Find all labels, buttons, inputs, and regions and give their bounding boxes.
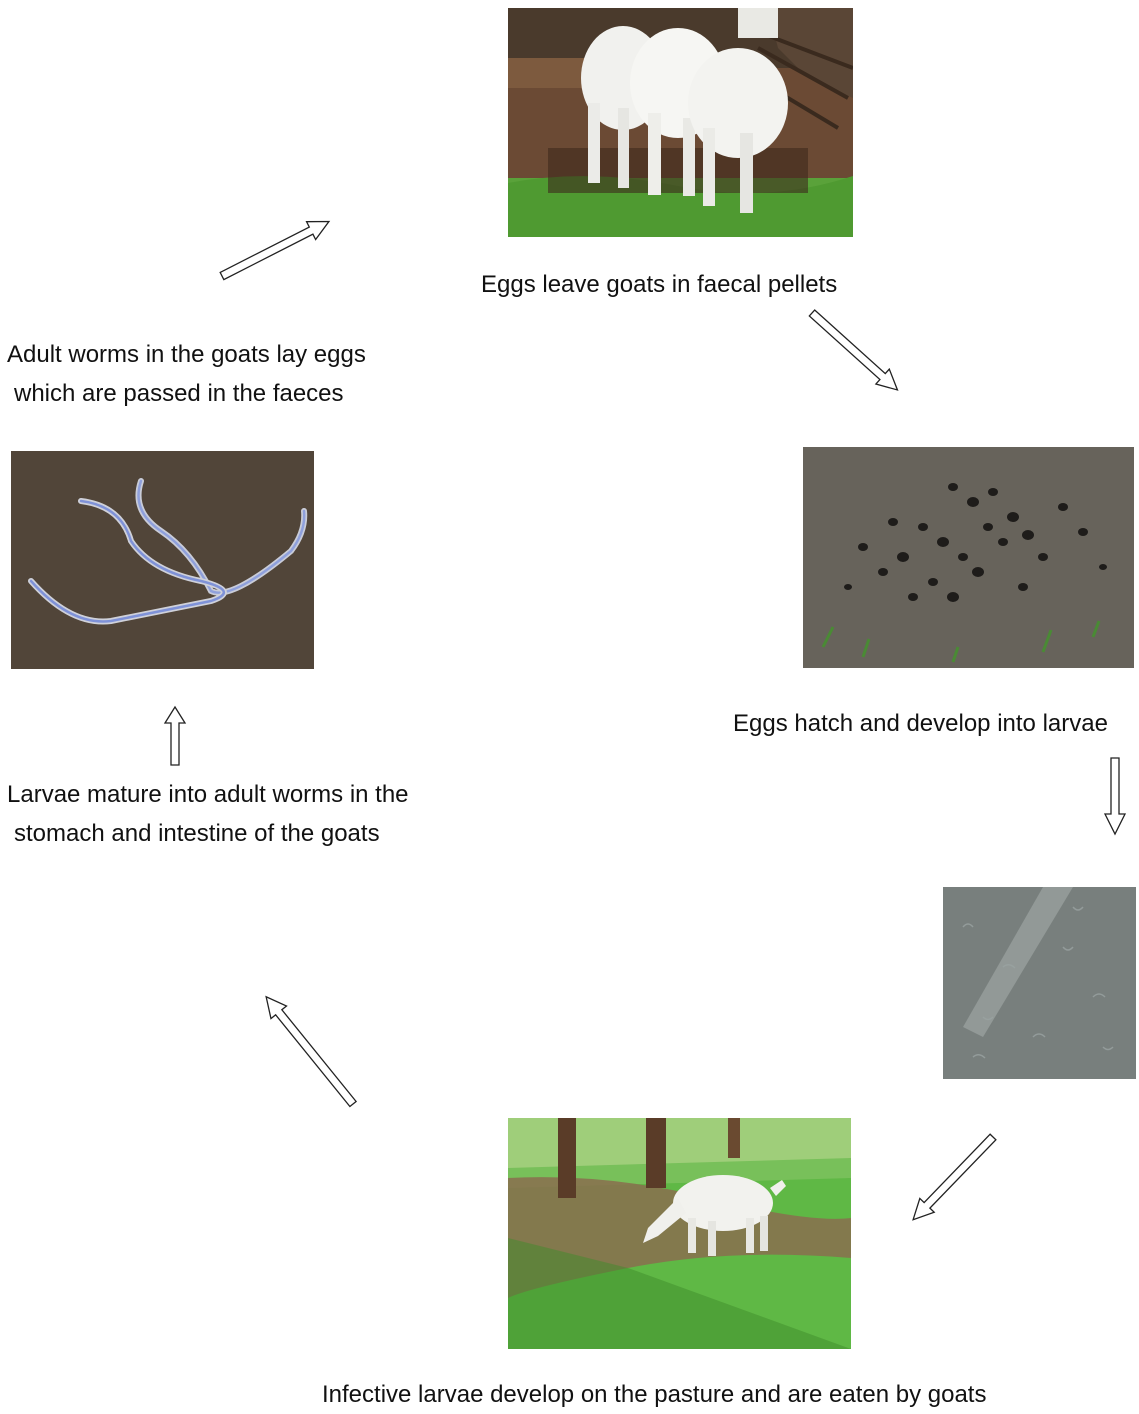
arrow-to-worms-left <box>258 990 360 1110</box>
arrow-to-pellets <box>805 306 904 398</box>
arrow-up-worms <box>165 707 185 765</box>
arrow-to-larvae <box>1105 758 1125 834</box>
arrow-to-grazing <box>906 1130 1000 1227</box>
arrow-to-goats <box>217 213 333 285</box>
